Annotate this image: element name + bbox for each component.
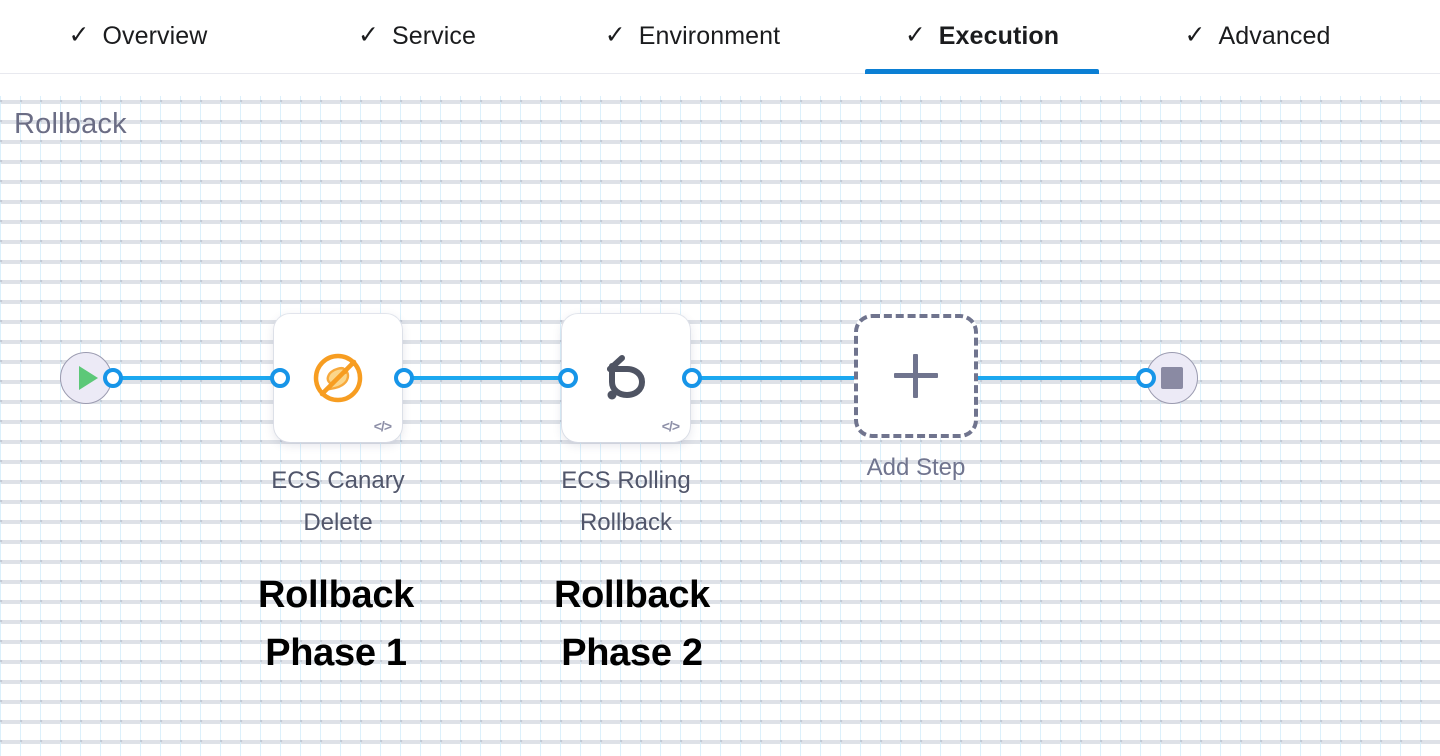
pipeline-end-node[interactable] [1146,352,1198,404]
tab-advanced[interactable]: ✓ Advanced [1145,0,1370,74]
step-label-line2: Rollback [579,509,673,536]
port-end-input[interactable] [1136,368,1156,388]
connector-addstep-to-end [976,376,1148,380]
step-label-ecs-canary-delete: ECS Canary Delete [238,460,438,544]
pipeline-start-node[interactable] [60,352,112,404]
connector-step1-to-step2 [400,376,572,380]
tab-service-label: Service [391,22,476,50]
check-icon: ✓ [357,21,379,49]
annotation-line1: Rollback [554,574,710,616]
tab-execution-label: Execution [938,22,1060,50]
step-node-ecs-rolling-rollback[interactable]: </> [562,314,690,442]
step-label-line1: ECS Rolling [561,467,691,494]
check-icon: ✓ [904,21,926,49]
add-step-label: Add Step [866,454,966,481]
annotation-rollback-phase-2: Rollback Phase 2 [502,566,762,682]
check-icon: ✓ [604,21,626,49]
step-node-ecs-canary-delete[interactable]: </> [274,314,402,442]
rollback-arrow-icon [607,355,645,400]
tab-service[interactable]: ✓ Service [322,0,512,74]
code-badge-icon: </> [661,418,680,434]
ecs-canary-delete-icon [313,353,363,403]
tab-overview-label: Overview [102,22,208,50]
tab-overview[interactable]: ✓ Overview [38,0,238,74]
port-step1-input[interactable] [270,368,290,388]
stop-icon [1161,367,1183,389]
add-step-button[interactable] [854,314,978,438]
port-step2-output[interactable] [682,368,702,388]
rollback-pipeline-graph: </> ECS Canary Delete Rollback Phase 1 <… [0,74,1440,756]
tab-environment[interactable]: ✓ Environment [575,0,810,74]
tab-execution[interactable]: ✓ Execution [862,0,1102,74]
step-label-ecs-rolling-rollback: ECS Rolling Rollback [526,460,726,544]
annotation-rollback-phase-1: Rollback Phase 1 [206,566,466,682]
plus-icon [894,354,938,398]
pipeline-canvas[interactable]: Rollback </> [0,74,1440,756]
port-step2-input[interactable] [558,368,578,388]
connector-start-to-step1 [112,376,284,380]
annotation-line1: Rollback [258,574,414,616]
tab-environment-label: Environment [638,22,781,50]
pipeline-stage-tabbar: ✓ Overview ✓ Service ✓ Environment ✓ Exe… [0,0,1440,74]
page-title: Rollback [14,108,127,140]
tab-active-underline [865,68,1099,74]
section-title-band [0,74,1440,96]
port-start-output[interactable] [103,368,123,388]
tab-advanced-label: Advanced [1218,22,1331,50]
code-badge-icon: </> [373,418,392,434]
annotation-line2: Phase 2 [561,632,703,674]
annotation-line2: Phase 1 [265,632,407,674]
connector-step2-to-addstep [688,376,864,380]
check-icon: ✓ [68,21,90,49]
port-step1-output[interactable] [394,368,414,388]
check-icon: ✓ [1184,21,1206,49]
step-label-line2: Delete [303,509,373,536]
play-icon [79,366,98,390]
step-label-line1: ECS Canary [271,467,405,494]
